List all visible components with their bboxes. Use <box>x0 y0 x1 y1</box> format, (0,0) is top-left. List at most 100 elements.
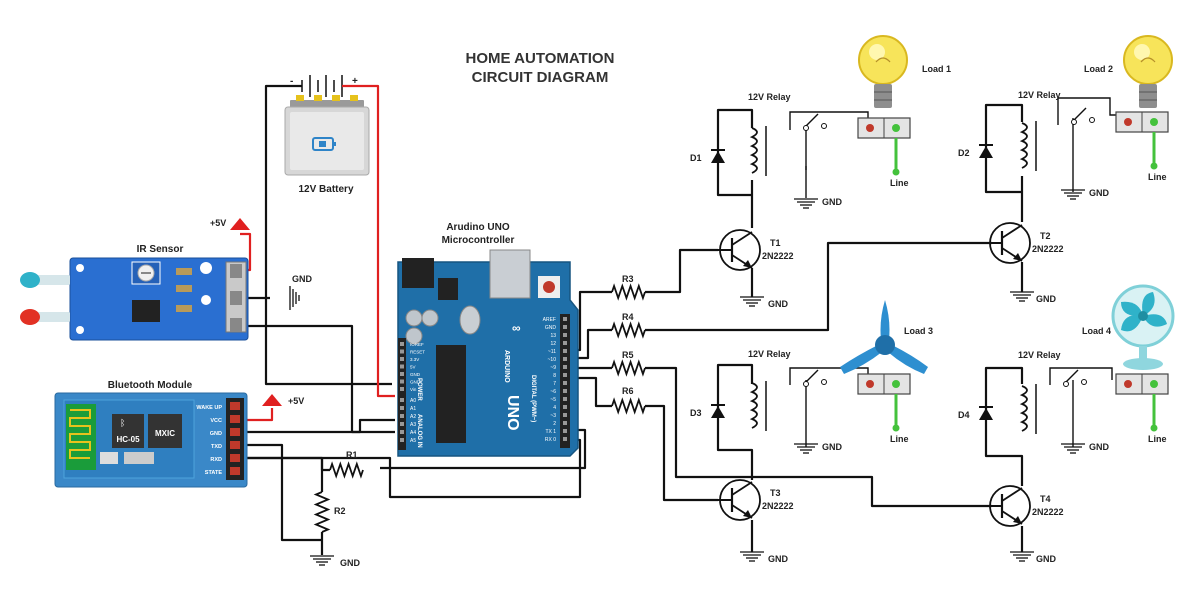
bt-gnd-label: GND <box>340 558 361 568</box>
diode-symbol <box>979 146 993 158</box>
arduino-digital-pin-label: RX 0 <box>545 437 556 443</box>
transistor-gnd-label: GND <box>768 554 789 564</box>
relay-coil-symbol <box>749 127 758 174</box>
arduino-digital-pin-label: ~6 <box>550 389 556 395</box>
relay-switch-symbol <box>805 369 819 383</box>
bt-pin-label: GND <box>210 431 222 437</box>
resistor-label: R1 <box>346 450 358 460</box>
transistor-label: T4 <box>1040 494 1051 504</box>
relay-coil-symbol <box>1019 385 1028 432</box>
arduino-digital-pin-label: GND <box>545 325 557 331</box>
battery-label: 12V Battery <box>298 184 353 195</box>
line-label: Line <box>1148 434 1167 444</box>
arduino-analog-pin-label: A3 <box>410 422 416 428</box>
resistor-label: R4 <box>622 312 634 322</box>
arduino-digital-pin-label: TX 1 <box>545 429 556 435</box>
arduino-analog-pin-label: A4 <box>410 430 416 436</box>
diode-symbol <box>711 151 725 163</box>
arduino-analog-label: ANALOG IN <box>416 414 422 448</box>
arduino-digital-pin-label: 4 <box>553 405 556 411</box>
bluetooth-module: Bluetooth Module ᛒ HC-05 MXIC WAKE UPVCC… <box>54 380 361 568</box>
resistor-symbol <box>611 397 646 415</box>
resistor-symbol <box>611 321 646 339</box>
bt-pin-label: TXD <box>211 444 222 450</box>
arduino-uno: Arudino UNO Microcontroller ∞ ARDUINO UN… <box>397 222 579 457</box>
arduino-power-pin-label: Vin <box>410 387 417 392</box>
arduino-brand: ARDUINO <box>503 350 510 383</box>
transistor-part-label: 2N2222 <box>762 501 794 511</box>
bt-vcc-wire <box>244 408 274 422</box>
arduino-digital-pin-label: AREF <box>543 317 556 323</box>
arduino-digital-pin-label: 2 <box>553 421 556 427</box>
switch-gnd-label: GND <box>1089 442 1110 452</box>
diode-label: D2 <box>958 148 970 158</box>
relay-label: 12V Relay <box>748 92 791 102</box>
relay-label: 12V Relay <box>1018 350 1061 360</box>
battery-plus-label: + <box>352 76 358 87</box>
bt-vcc-label: +5V <box>288 396 304 406</box>
relay-coil-symbol <box>1019 122 1028 169</box>
arduino-label-line2: Microcontroller <box>442 235 515 246</box>
diode-label: D1 <box>690 153 702 163</box>
load1-label: Load 1 <box>922 64 951 74</box>
loads: Load 1 Load 2 Load 3 <box>840 35 1175 374</box>
switch-gnd-label: GND <box>822 197 843 207</box>
arduino-digital-pin-label: 13 <box>550 333 556 339</box>
relay-switch-symbol <box>1073 107 1087 121</box>
resistor-label: R2 <box>334 506 346 516</box>
transistor-part-label: 2N2222 <box>1032 507 1064 517</box>
arduino-uno-logo: UNO <box>504 395 521 431</box>
arduino-digital-pin-label: ~11 <box>548 349 556 355</box>
diagram-title-line2: CIRCUIT DIAGRAM <box>472 69 609 86</box>
transistor-gnd-label: GND <box>1036 554 1057 564</box>
transistor-label: T1 <box>770 238 781 248</box>
arduino-digital-pin-label: ~3 <box>550 413 556 419</box>
ir-sensor-label: IR Sensor <box>137 244 184 255</box>
relay-label: 12V Relay <box>748 349 791 359</box>
ir-vcc-label: +5V <box>210 218 226 228</box>
arduino-digital-label: DIGITAL (PWM~) <box>530 375 536 422</box>
bt-pin-label: STATE <box>205 470 223 476</box>
table-fan-icon <box>1111 284 1175 370</box>
arduino-infinity-icon: ∞ <box>512 321 521 335</box>
diagram-title-line1: HOME AUTOMATION <box>466 50 615 67</box>
ir-vcc-wire <box>240 232 252 272</box>
diode-symbol <box>979 408 993 420</box>
arduino-analog-pin-label: A1 <box>410 406 416 412</box>
relay-switch-symbol <box>1065 369 1079 383</box>
arduino-digital-pin-label: ~9 <box>550 365 556 371</box>
line-label: Line <box>890 434 909 444</box>
arduino-analog-pin-label: A0 <box>410 398 416 404</box>
transistor-label: T2 <box>1040 231 1051 241</box>
arduino-digital-pin-label: 7 <box>553 381 556 387</box>
transistor-gnd-label: GND <box>768 299 789 309</box>
ir-ground-symbol <box>289 285 300 311</box>
bt-pin-label: VCC <box>210 418 222 424</box>
arduino-digital-pin-label: 8 <box>553 373 556 379</box>
load3-label: Load 3 <box>904 326 933 336</box>
arduino-digital-pin-label: ~10 <box>548 357 557 363</box>
resistor-label: R6 <box>622 386 634 396</box>
battery-minus-label: - <box>290 76 293 87</box>
transistor-label: T3 <box>770 488 781 498</box>
line-label: Line <box>1148 172 1167 182</box>
arduino-digital-pin-label: ~5 <box>550 397 556 403</box>
diode-label: D4 <box>958 410 970 420</box>
ir-gnd-label: GND <box>292 274 313 284</box>
resistor-label: R3 <box>622 274 634 284</box>
resistor-label: R5 <box>622 350 634 360</box>
ceiling-fan-icon <box>840 300 928 374</box>
line-label: Line <box>890 178 909 188</box>
arduino-power-pin-label: IOREF <box>410 342 424 347</box>
light-bulb-icon <box>1123 35 1173 108</box>
arduino-power-label: POWER <box>416 378 422 401</box>
bt-pin-label: WAKE UP <box>196 405 222 411</box>
relay-label: 12V Relay <box>1018 90 1061 100</box>
bt-chip2-label: MXIC <box>155 429 175 438</box>
bt-pin-label: RXD <box>210 457 222 463</box>
bt-ground-symbol <box>309 555 335 566</box>
